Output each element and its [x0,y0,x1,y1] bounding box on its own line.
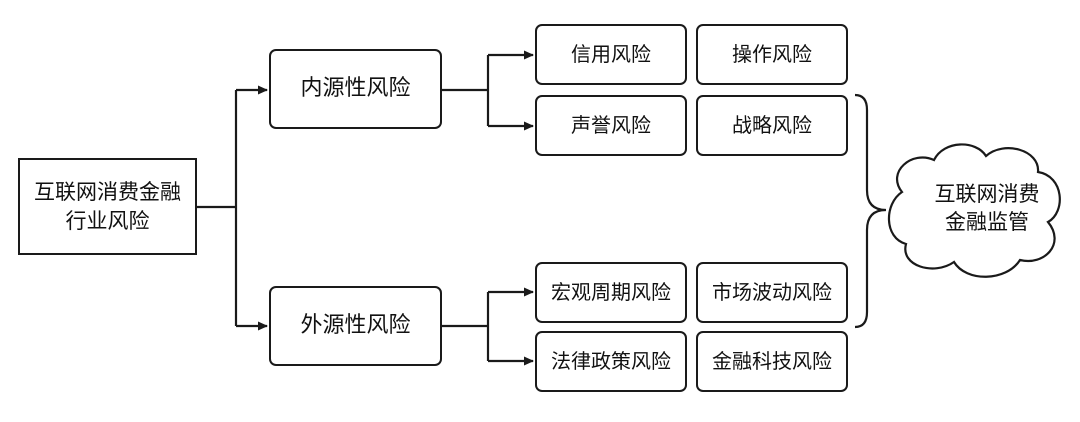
macro-cycle-risk-label: 宏观周期风险 [551,280,671,304]
legal-policy-risk-label: 法律政策风险 [551,349,671,373]
cloud-shape [887,143,1061,278]
external-risk-node: 外源性风险 [269,286,442,366]
market-volatility-risk-node: 市场波动风险 [696,262,848,323]
reputation-risk-label: 声誉风险 [571,113,651,137]
reputation-risk-node: 声誉风险 [535,95,687,156]
root-node: 互联网消费金融 行业风险 [18,158,197,255]
credit-risk-node: 信用风险 [535,24,687,85]
strategic-risk-label: 战略风险 [732,113,812,137]
regulation-cloud: 互联网消费 金融监管 [913,166,1061,250]
root-label-line-2: 行业风险 [65,208,150,233]
legal-policy-risk-node: 法律政策风险 [535,331,687,392]
internal-connector [442,55,490,126]
root-connector [197,90,238,326]
strategic-risk-node: 战略风险 [696,95,848,156]
macro-cycle-risk-node: 宏观周期风险 [535,262,687,323]
market-volatility-risk-label: 市场波动风险 [712,280,832,304]
credit-risk-label: 信用风险 [571,42,651,66]
fintech-risk-label: 金融科技风险 [712,349,832,373]
operational-risk-node: 操作风险 [696,24,848,85]
internal-risk-node: 内源性风险 [269,49,442,129]
fintech-risk-node: 金融科技风险 [696,331,848,392]
operational-risk-label: 操作风险 [732,42,812,66]
internal-risk-label: 内源性风险 [300,76,411,102]
root-label-line-1: 互联网消费金融 [34,180,181,205]
curly-brace [854,93,887,329]
external-risk-label: 外源性风险 [300,313,411,339]
regulation-label-line-2: 金融监管 [945,210,1029,234]
external-connector [442,292,490,361]
regulation-label-line-1: 互联网消费 [934,181,1040,206]
